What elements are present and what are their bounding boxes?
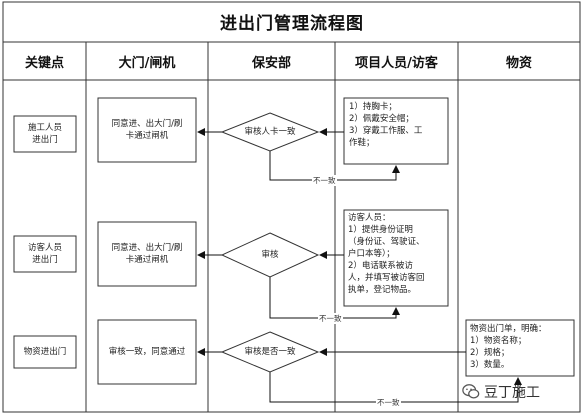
reject-label-workers: 不一致 [312, 175, 337, 186]
info-box-materials [465, 319, 575, 377]
gate-box-workers [97, 97, 197, 163]
info-box-workers [343, 97, 449, 165]
wechat-icon [462, 384, 480, 399]
decision-diamond-visitors [220, 232, 320, 278]
page-title: 进出门管理流程图 [220, 13, 364, 34]
watermark: 豆丁施工 [462, 377, 582, 407]
watermark-text: 豆丁施工 [484, 385, 540, 401]
reject-label-materials: 不一致 [376, 397, 401, 408]
reject-label-visitors: 不一致 [318, 313, 343, 324]
column-header-materials: 物资 [505, 55, 532, 71]
decision-diamond-workers [220, 112, 320, 152]
gate-box-materials [97, 319, 197, 385]
gate-box-visitors [97, 221, 197, 287]
key-box-workers [13, 115, 77, 153]
column-header-security: 保安部 [251, 55, 291, 71]
column-header-personnel: 项目人员/访客 [355, 55, 438, 71]
info-box-visitors [343, 209, 449, 307]
key-box-materials [13, 335, 77, 369]
key-box-visitors [13, 235, 77, 273]
decision-diamond-materials [220, 331, 320, 373]
column-header-key-points: 关键点 [24, 55, 64, 71]
column-header-gate: 大门/闸机 [118, 55, 176, 71]
